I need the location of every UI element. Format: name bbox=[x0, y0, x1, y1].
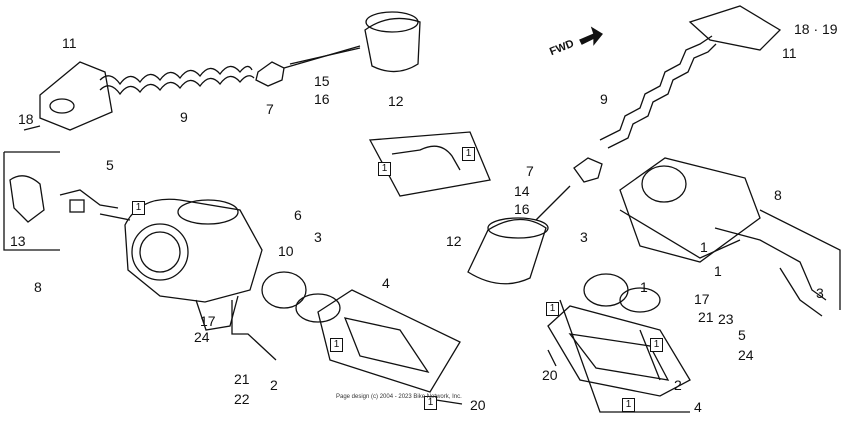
callout-4-left: 4 bbox=[382, 275, 390, 291]
boxed-1-marker: 1 bbox=[330, 338, 343, 352]
callout-1-right-b: 1 bbox=[640, 279, 648, 295]
top-cover-right bbox=[688, 5, 782, 51]
callout-21-right: 21 bbox=[698, 309, 714, 325]
callout-1-right-c: 1 bbox=[700, 239, 708, 255]
callout-17-right: 17 bbox=[694, 291, 710, 307]
needle-holder-right bbox=[573, 157, 603, 183]
callout-5-right: 5 bbox=[738, 327, 746, 343]
callout-9-left: 9 bbox=[180, 109, 188, 125]
callout-6: 6 bbox=[294, 207, 302, 223]
callout-4-right: 4 bbox=[694, 399, 702, 415]
callout-21-left: 21 bbox=[234, 371, 250, 387]
float-bowl-left bbox=[317, 289, 461, 393]
callout-15: 15 bbox=[314, 73, 330, 89]
boxed-1-marker: 1 bbox=[546, 302, 559, 316]
callout-9-right: 9 bbox=[600, 91, 608, 107]
spring-right bbox=[599, 35, 713, 141]
callout-7-left: 7 bbox=[266, 101, 274, 117]
callout-12-right: 12 bbox=[446, 233, 462, 249]
callout-2-right: 2 bbox=[674, 377, 682, 393]
callout-3-right-a: 3 bbox=[580, 229, 588, 245]
callout-3-left: 3 bbox=[314, 229, 322, 245]
callout-11-right: 11 bbox=[782, 45, 797, 61]
callout-7-right: 7 bbox=[526, 163, 534, 179]
vacuum-piston-right bbox=[467, 218, 547, 285]
callout-18-left: 18 bbox=[18, 111, 34, 127]
callout-20-right: 20 bbox=[542, 367, 558, 383]
carb-body-left bbox=[124, 198, 263, 303]
copyright-text: Page design (c) 2004 - 2023 Bike Network… bbox=[336, 394, 462, 400]
callout-23: 23 bbox=[718, 311, 734, 327]
fwd-arrow bbox=[579, 26, 603, 46]
boxed-1-marker: 1 bbox=[424, 396, 437, 410]
choke-linkage-right bbox=[714, 227, 827, 301]
inset-box bbox=[368, 131, 491, 197]
choke-linkage-left bbox=[9, 175, 45, 223]
vacuum-piston-left bbox=[364, 17, 421, 73]
callout-16-right: 16 bbox=[514, 201, 530, 217]
boxed-1-marker: 1 bbox=[462, 147, 475, 161]
boxed-1-marker: 1 bbox=[622, 398, 635, 412]
boxed-1-marker: 1 bbox=[132, 201, 145, 215]
top-cover-left bbox=[39, 61, 113, 131]
float-right bbox=[583, 273, 629, 307]
callout-16-left: 16 bbox=[314, 91, 330, 107]
callout-14: 14 bbox=[514, 183, 530, 199]
callout-3-right-b: 3 bbox=[816, 285, 824, 301]
spring-left bbox=[99, 65, 253, 86]
callout-1-right-a: 1 bbox=[714, 263, 722, 279]
callout-24-left: 24 bbox=[194, 329, 210, 345]
float-bowl-right bbox=[547, 305, 691, 397]
callout-11-left: 11 bbox=[62, 35, 77, 51]
boxed-1-marker: 1 bbox=[650, 338, 663, 352]
callout-8-left: 8 bbox=[34, 279, 42, 295]
callout-10: 10 bbox=[278, 243, 294, 259]
callout-12-left: 12 bbox=[388, 93, 404, 109]
callout-22: 22 bbox=[234, 391, 250, 407]
callout-2-left: 2 bbox=[270, 377, 278, 393]
callout-17-left: 17 bbox=[200, 313, 216, 329]
callout-24-right: 24 bbox=[738, 347, 754, 363]
callout-18-19-right: 18 · 19 bbox=[794, 21, 838, 37]
callout-5-left: 5 bbox=[106, 157, 114, 173]
needle-holder-left bbox=[255, 61, 285, 87]
float-left bbox=[261, 271, 307, 309]
callout-13: 13 bbox=[10, 233, 26, 249]
boxed-1-marker: 1 bbox=[378, 162, 391, 176]
callout-20-left: 20 bbox=[470, 397, 486, 413]
callout-8-right: 8 bbox=[774, 187, 782, 203]
carb-body-right bbox=[619, 157, 761, 263]
